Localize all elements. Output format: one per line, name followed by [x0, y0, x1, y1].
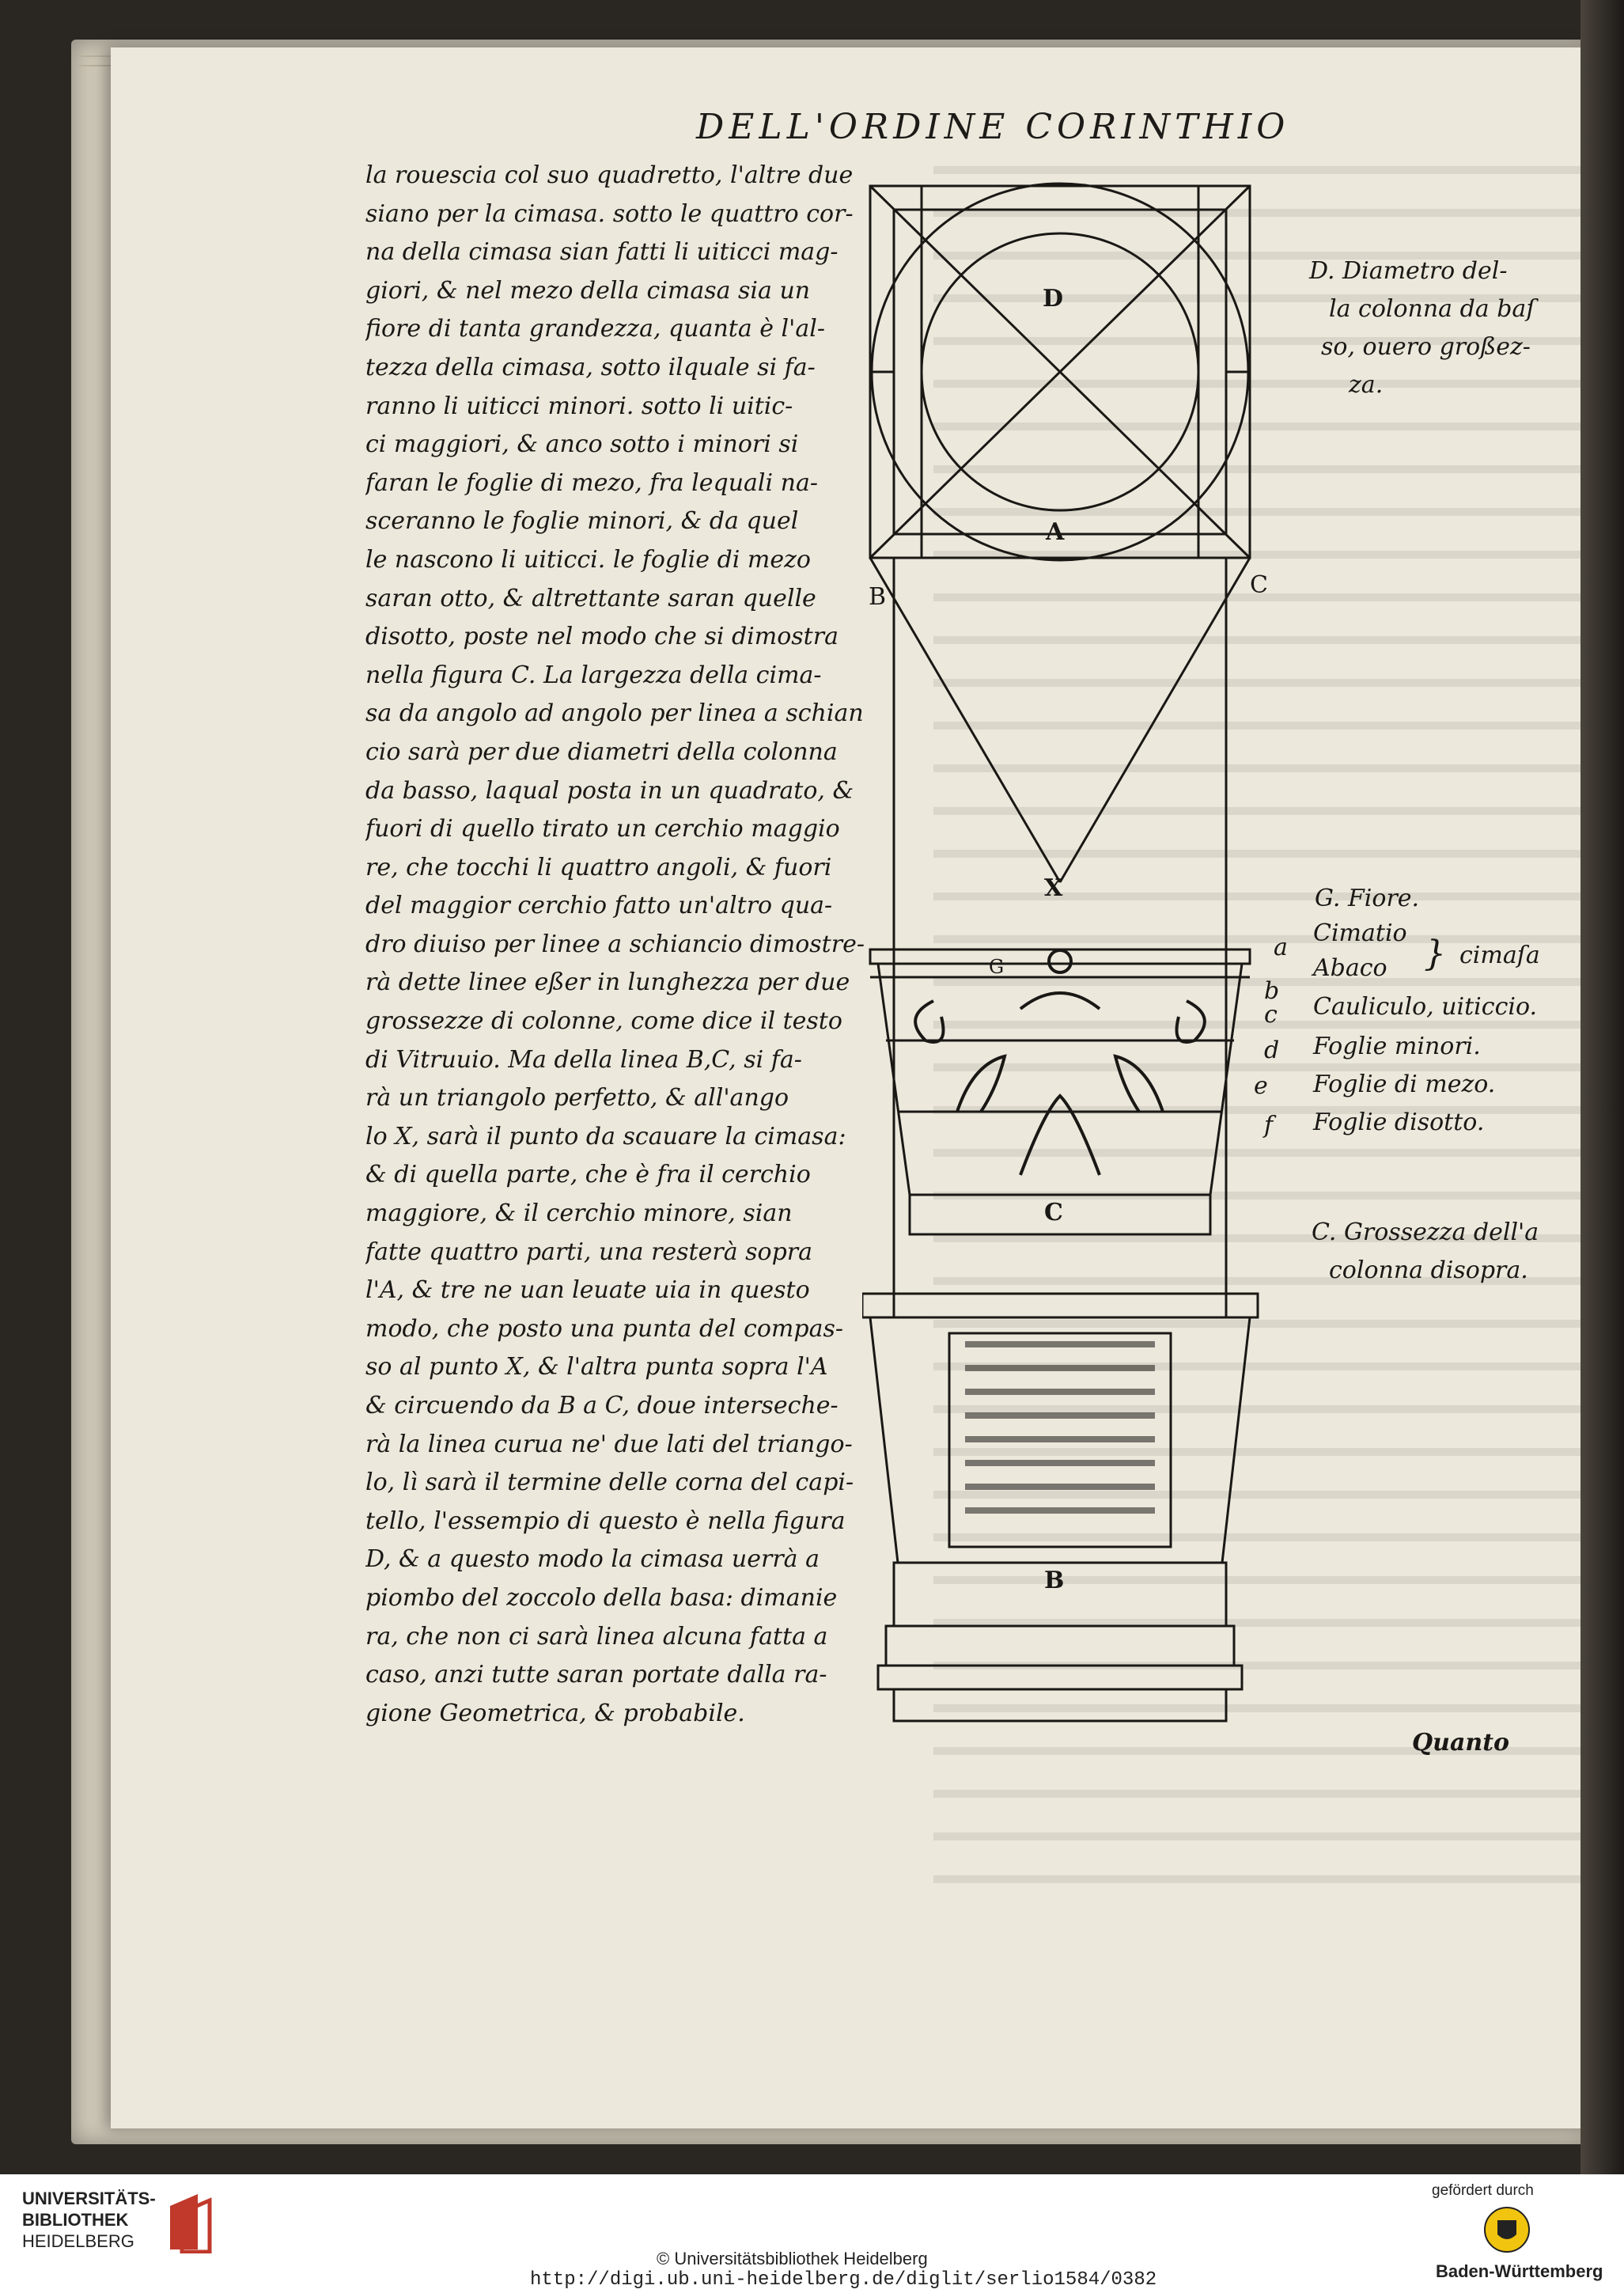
- caption-foglie-di-mezo: Foglie di mezo.: [1313, 1071, 1496, 1098]
- caption-foglie-minori: Foglie minori.: [1313, 1033, 1481, 1060]
- library-logo-icon: [170, 2194, 212, 2253]
- body-text-line: la rouescia col suo quadretto, l'altre d…: [365, 161, 854, 189]
- running-head: DELL'ORDINE CORINTHIO: [696, 107, 1290, 147]
- body-text-line: sa da angolo ad angolo per linea a schia…: [365, 699, 864, 728]
- body-text-line: gione Geometrica, & probabile.: [365, 1699, 745, 1727]
- body-text-line: ra, che non ci sarà linea alcuna fatta a: [365, 1622, 828, 1651]
- body-text-line: lo X, sarà il punto da scauare la cimasa…: [365, 1122, 846, 1150]
- caption-cauliculo: Cauliculo, uiticcio.: [1313, 993, 1538, 1021]
- body-text-line: sceranno le foglie minori, & da quel: [365, 507, 799, 536]
- caption-d-line2: la colonna da baſ: [1329, 295, 1535, 323]
- figure-letter-a-small: a: [1274, 934, 1288, 961]
- body-text-line: re, che tocchi li quattro angoli, & fuor…: [365, 853, 832, 881]
- body-text-line: so al punto X, & l'altra punta sopra l'A: [365, 1353, 828, 1381]
- figure-letter-f-small: f: [1264, 1112, 1274, 1139]
- caption-d-line1: D. Diametro del-: [1309, 257, 1508, 285]
- figure-letter-g: G: [989, 956, 1005, 978]
- library-name-line1: UNIVERSITÄTS-: [22, 2189, 156, 2208]
- body-text-line: disotto, poste nel modo che si dimostra: [365, 623, 838, 651]
- body-text-line: l'A, & tre ne uan leuate uia in questo: [365, 1276, 810, 1305]
- body-text-line: faran le foglie di mezo, fra lequali na-: [365, 468, 818, 497]
- caption-grossezza-2: colonna disopra.: [1329, 1256, 1528, 1284]
- funded-by-label: gefördert durch: [1432, 2182, 1534, 2199]
- book-page: [111, 47, 1590, 2128]
- body-text-line: saran otto, & altrettante saran quelle: [365, 584, 816, 612]
- catchword: Quanto: [1412, 1729, 1510, 1757]
- figure-letter-d: D: [1043, 285, 1064, 313]
- brace: }: [1424, 934, 1446, 974]
- figure-letter-x: X: [1044, 874, 1063, 902]
- body-text-line: modo, che posto una punta del compas-: [365, 1314, 843, 1343]
- body-text-line: del maggior cerchio fatto un'altro qua-: [365, 892, 833, 920]
- footer-bar: UNIVERSITÄTS- BIBLIOTHEK HEIDELBERG © Un…: [0, 2174, 1624, 2293]
- permalink-url[interactable]: http://digi.ub.uni-heidelberg.de/diglit/…: [530, 2269, 1157, 2291]
- copyright-text: © Universitätsbibliothek Heidelberg: [657, 2249, 928, 2268]
- body-text-line: ranno li uiticci minori. sotto li uitic-: [365, 392, 793, 420]
- library-name-line2: BIBLIOTHEK: [22, 2210, 129, 2230]
- body-text-line: da basso, laqual posta in un quadrato, &: [365, 776, 854, 805]
- figure-letter-c-small: c: [1264, 1001, 1278, 1029]
- corinthian-capital-figure: [862, 182, 1259, 1723]
- body-text-line: fiore di tanta grandezza, quanta è l'al-: [365, 315, 826, 343]
- caption-d-line4: za.: [1349, 371, 1384, 399]
- body-text-line: tello, l'essempio di questo è nella figu…: [365, 1507, 846, 1535]
- body-text-line: di Vitruuio. Ma della linea B,C, si fa-: [365, 1045, 802, 1074]
- body-text-line: le nascono li uiticci. le foglie di mezo: [365, 545, 811, 574]
- book-spine: [1580, 0, 1624, 2174]
- volute-left: [914, 999, 945, 1044]
- funder-name: Baden-Württemberg: [1436, 2261, 1603, 2281]
- body-text-line: na della cimasa sian fatti li uiticci ma…: [365, 238, 838, 267]
- body-text-line: fuori di quello tirato un cerchio maggio: [365, 815, 840, 843]
- body-text-line: D, & a questo modo la cimasa uerrà a: [365, 1545, 820, 1574]
- caption-grossezza-1: C. Grossezza dell'a: [1312, 1219, 1539, 1246]
- figure-letter-a: A: [1046, 518, 1065, 546]
- body-text-line: rà dette linee eßer in lunghezza per due: [365, 968, 850, 997]
- figure-letter-b-small: b: [1264, 977, 1280, 1005]
- caption-cimatio: Cimatio: [1313, 919, 1407, 947]
- figure-letter-d-small: d: [1264, 1037, 1280, 1064]
- body-text-line: cio sarà per due diametri della colonna: [365, 737, 838, 766]
- figure-letter-e-small: e: [1254, 1072, 1268, 1100]
- figure-letter-c: C: [1250, 571, 1268, 599]
- body-text-line: rà la linea curua ne' due lati del trian…: [365, 1430, 853, 1458]
- caption-d-line3: so, ouero großez-: [1321, 333, 1531, 361]
- caption-cimasa: cimaſa: [1459, 942, 1540, 969]
- body-text-line: & di quella parte, che è fra il cerchio: [365, 1161, 811, 1189]
- body-text-line: tezza della cimasa, sotto ilquale si fa-: [365, 353, 816, 381]
- body-text-line: siano per la cimasa. sotto le quattro co…: [365, 199, 854, 228]
- body-text-line: maggiore, & il cerchio minore, sian: [365, 1200, 793, 1228]
- body-text-line: & circuendo da B a C, doue interseche-: [365, 1392, 838, 1419]
- caption-fiore: G. Fiore.: [1315, 885, 1420, 912]
- body-text-line: grossezze di colonne, come dice il testo: [365, 1007, 842, 1036]
- body-text-line: dro diuiso per linee a schiancio dimostr…: [365, 930, 865, 958]
- body-text-line: caso, anzi tutte saran portate dalla ra-: [365, 1661, 827, 1689]
- caption-abaco: Abaco: [1313, 954, 1387, 982]
- show-through: [933, 142, 1614, 1883]
- library-name-line3: HEIDELBERG: [22, 2231, 134, 2251]
- body-text-line: giori, & nel mezo della cimasa sia un: [365, 276, 811, 305]
- body-text-line: ci maggiori, & anco sotto i minori si: [365, 430, 799, 459]
- body-text-line: nella figura C. La largezza della cima-: [365, 661, 822, 689]
- body-text-line: lo, lì sarà il termine delle corna del c…: [365, 1469, 854, 1497]
- body-text-line: rà un triangolo perfetto, & all'ango: [365, 1084, 789, 1112]
- body-text-column: la rouescia col suo quadretto, l'altre d…: [365, 157, 872, 1733]
- figure-letter-c-low: C: [1044, 1199, 1063, 1226]
- volute-right: [1175, 999, 1206, 1044]
- body-text-line: piombo del zoccolo della basa: dimanie: [365, 1583, 838, 1612]
- caption-foglie-disotto: Foglie disotto.: [1313, 1109, 1485, 1136]
- figure-letter-b: B: [869, 583, 887, 611]
- body-text-line: fatte quattro parti, una resterà sopra: [365, 1237, 813, 1266]
- book-scan: DELL'ORDINE CORINTHIO la rouescia col su…: [0, 0, 1624, 2174]
- figure-letter-b-low: B: [1044, 1567, 1065, 1594]
- state-coat-of-arms-icon: [1484, 2207, 1530, 2253]
